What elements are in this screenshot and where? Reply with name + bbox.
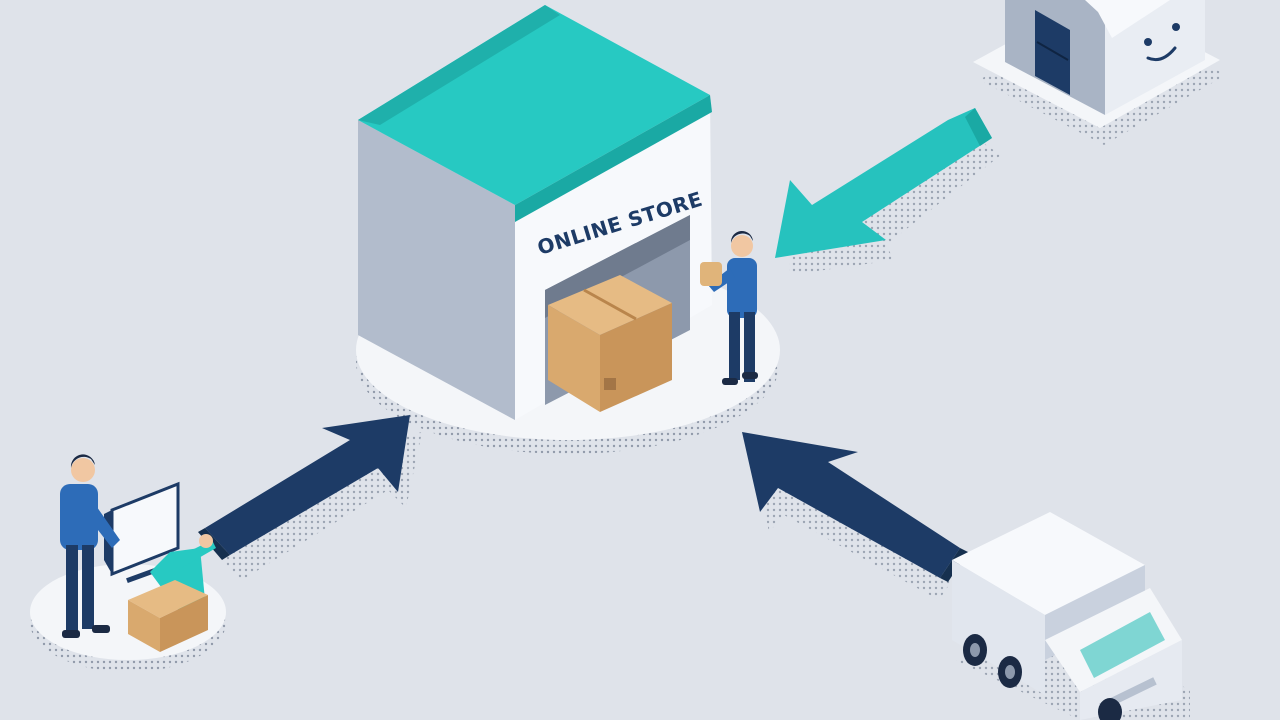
seller-person xyxy=(60,454,120,638)
cardboard-box-icon xyxy=(548,275,672,412)
return-arrow xyxy=(775,108,1001,275)
delivery-truck-icon xyxy=(952,512,1190,720)
smiling-house-icon xyxy=(973,0,1226,145)
store-worker xyxy=(700,230,758,385)
small-cardboard-box-icon xyxy=(128,580,208,652)
